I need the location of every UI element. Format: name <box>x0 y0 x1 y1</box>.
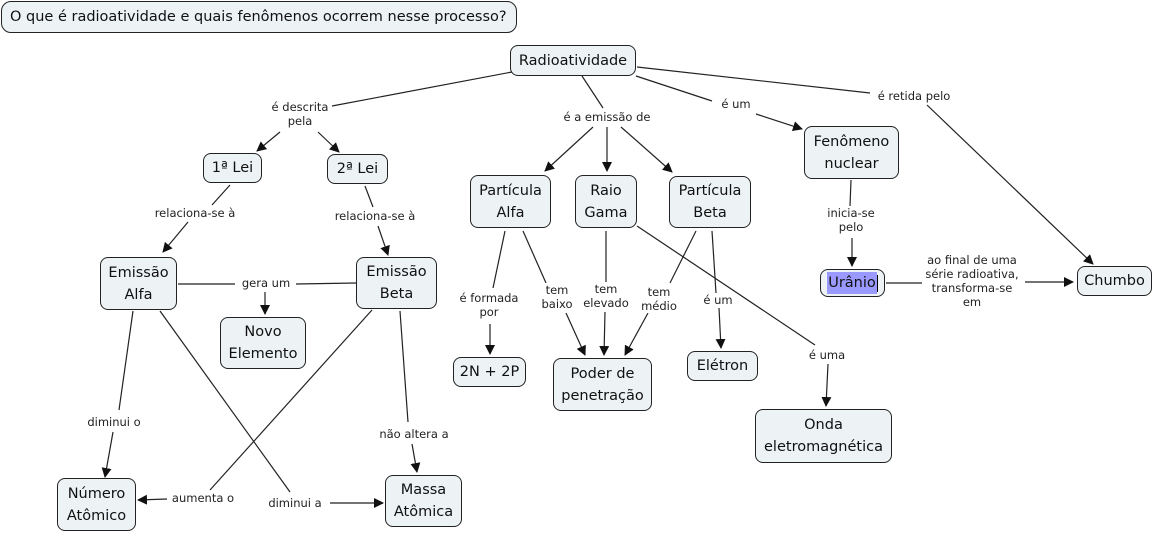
edge-emissao-palfa <box>544 126 594 172</box>
edge-lei1-alfa <box>162 221 189 253</box>
question-title[interactable]: O que é radioatividade e quais fenômenos… <box>1 1 517 33</box>
node-emissao-beta[interactable]: Emissão Beta <box>356 257 437 309</box>
text-cursor <box>876 274 878 292</box>
link-ao-final-serie-radioativa[interactable]: ao final de uma série radioativa, transf… <box>923 253 1021 309</box>
question-title-text: O que é radioatividade e quais fenômenos… <box>10 9 507 25</box>
link-e-a-emissao-de[interactable]: é a emissão de <box>561 110 653 124</box>
link-diminui-o[interactable]: diminui o <box>85 415 143 429</box>
edge-radioatividade-descrita <box>331 71 513 107</box>
node-novo-elemento[interactable]: Novo Elemento <box>220 317 306 369</box>
edge-descrita-lei1 <box>256 131 281 152</box>
node-onda-eletromagnetica[interactable]: Onda eletromagnética <box>755 409 892 463</box>
link-e-uma[interactable]: é uma <box>806 348 848 362</box>
link-diminui-a[interactable]: diminui a <box>266 496 324 510</box>
edge-alfa-numero <box>101 431 114 478</box>
node-fenomeno-nuclear[interactable]: Fenômeno nuclear <box>804 126 899 179</box>
link-nao-altera-a[interactable]: não altera a <box>377 427 451 441</box>
selected-text-uranio: Urânio <box>827 272 877 294</box>
link-gera-um[interactable]: gera um <box>239 276 293 290</box>
edge-descrita-lei2 <box>317 131 340 153</box>
link-inicia-se-pelo[interactable]: inicia-se pelo <box>825 206 877 234</box>
node-1a-lei[interactable]: 1ª Lei <box>203 153 262 183</box>
node-uranio[interactable]: Urânio <box>820 269 885 297</box>
link-e-retida-pelo[interactable]: é retida pelo <box>875 89 953 103</box>
edge-radio-fenomeno <box>755 113 803 131</box>
edge-palfa-poder <box>565 312 586 356</box>
edge-pbeta-eletron <box>715 307 726 349</box>
node-massa-atomica[interactable]: Massa Atômica <box>385 475 462 527</box>
edge-emissao-pbeta <box>620 126 673 173</box>
node-eletron[interactable]: Elétron <box>687 351 758 381</box>
node-emissao-alfa[interactable]: Emissão Alfa <box>100 257 177 310</box>
edge-beta-numero <box>137 494 168 505</box>
link-relaciona-se-2[interactable]: relaciona-se à <box>332 209 418 223</box>
node-radioatividade[interactable]: Radioatividade <box>510 45 636 76</box>
link-e-descrita-pela[interactable]: é descrita pela <box>269 100 331 128</box>
link-tem-baixo[interactable]: tem baixo <box>539 283 575 311</box>
edge-gama-onda <box>821 363 832 407</box>
link-e-um[interactable]: é um <box>719 97 753 111</box>
node-particula-alfa[interactable]: Partícula Alfa <box>470 175 551 228</box>
link-tem-medio[interactable]: tem médio <box>639 285 679 313</box>
link-relaciona-se-1[interactable]: relaciona-se à <box>152 206 238 220</box>
edge-lei2-beta <box>377 225 390 256</box>
link-tem-elevado[interactable]: tem elevado <box>581 282 631 310</box>
node-poder-penetracao[interactable]: Poder de penetração <box>553 358 652 411</box>
link-e-formada-por[interactable]: é formada por <box>457 291 521 319</box>
node-2a-lei[interactable]: 2ª Lei <box>327 154 388 184</box>
node-raio-gama[interactable]: Raio Gama <box>575 175 637 228</box>
edge-beta-massa <box>410 443 421 473</box>
link-aumenta-o[interactable]: aumenta o <box>169 491 237 505</box>
edge-pbeta-poder <box>624 312 649 356</box>
node-chumbo[interactable]: Chumbo <box>1077 266 1152 296</box>
node-particula-beta[interactable]: Partícula Beta <box>669 176 751 228</box>
edge-gama-poder <box>599 311 610 356</box>
node-numero-atomico[interactable]: Número Atômico <box>57 478 136 531</box>
node-2n-2p[interactable]: 2N + 2P <box>453 357 526 387</box>
link-e-um-eletron[interactable]: é um <box>701 293 735 307</box>
edge-radio-chumbo <box>926 104 1094 265</box>
